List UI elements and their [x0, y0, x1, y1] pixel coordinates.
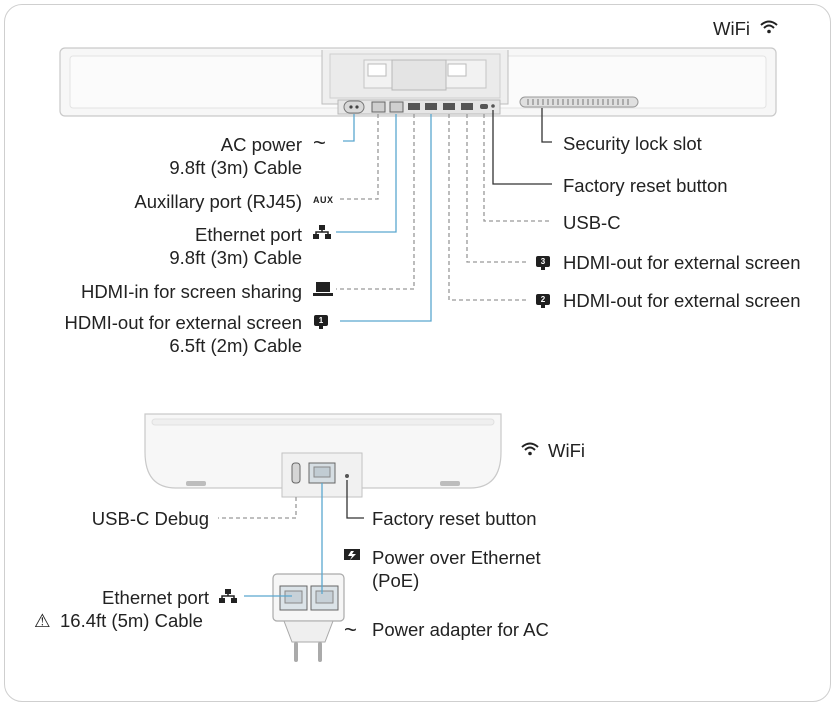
hdmi-out-1-cable-label: 6.5ft (2m) Cable [169, 335, 302, 356]
hub-factory-reset-label: Factory reset button [372, 508, 537, 529]
diagram-frame [4, 4, 831, 702]
laptop-icon [313, 282, 333, 296]
soundbar-leader-lines [336, 108, 552, 322]
screen-1-icon: 1 [314, 315, 328, 329]
hdmi-out-3-label: HDMI-out for external screen [563, 252, 801, 273]
screen-3-icon: 3 [536, 256, 550, 270]
ac-power-cable-label: 9.8ft (3m) Cable [169, 157, 302, 178]
aux-port-label: Auxillary port (RJ45) [134, 191, 302, 212]
power-adapter-icon: ~ [344, 617, 357, 642]
security-lock-label: Security lock slot [563, 133, 702, 154]
power-adapter-label: Power adapter for AC [372, 619, 549, 640]
soundbar-network-icon [313, 225, 331, 239]
soundbar-ethernet-label: Ethernet port [195, 224, 302, 245]
ac-power-icon: ~ [313, 130, 326, 155]
usb-c-label: USB-C [563, 212, 621, 233]
soundbar-wifi-label: WiFi [713, 18, 750, 39]
poe-icon [344, 549, 360, 560]
screen-2-icon: 2 [536, 294, 550, 308]
hub-device [144, 413, 502, 498]
ac-power-label: AC power [220, 134, 302, 155]
hdmi-in-label: HDMI-in for screen sharing [80, 281, 302, 302]
aux-icon: AUX [313, 195, 334, 205]
poe-adapter-device [272, 573, 345, 662]
hub-wifi-icon [521, 442, 539, 456]
soundbar-ethernet-cable-label: 9.8ft (3m) Cable [169, 247, 302, 268]
poe-label-suffix: (PoE) [372, 570, 420, 591]
hub-leader-lines [218, 480, 364, 597]
poe-label: Power over Ethernet [372, 547, 541, 568]
usb-c-debug-label: USB-C Debug [91, 508, 209, 529]
hdmi-out-1-label: HDMI-out for external screen [64, 312, 302, 333]
hub-network-icon [219, 589, 237, 603]
warning-icon: ⚠ [34, 610, 51, 631]
hub-wifi-label: WiFi [548, 440, 585, 461]
soundbar-factory-reset-label: Factory reset button [563, 175, 728, 196]
hdmi-out-2-label: HDMI-out for external screen [563, 290, 801, 311]
soundbar-device [59, 47, 777, 117]
hub-ethernet-label: Ethernet port [102, 587, 209, 608]
soundbar-wifi-icon [760, 20, 778, 34]
hub-ethernet-cable-label: 16.4ft (5m) Cable [60, 610, 203, 631]
